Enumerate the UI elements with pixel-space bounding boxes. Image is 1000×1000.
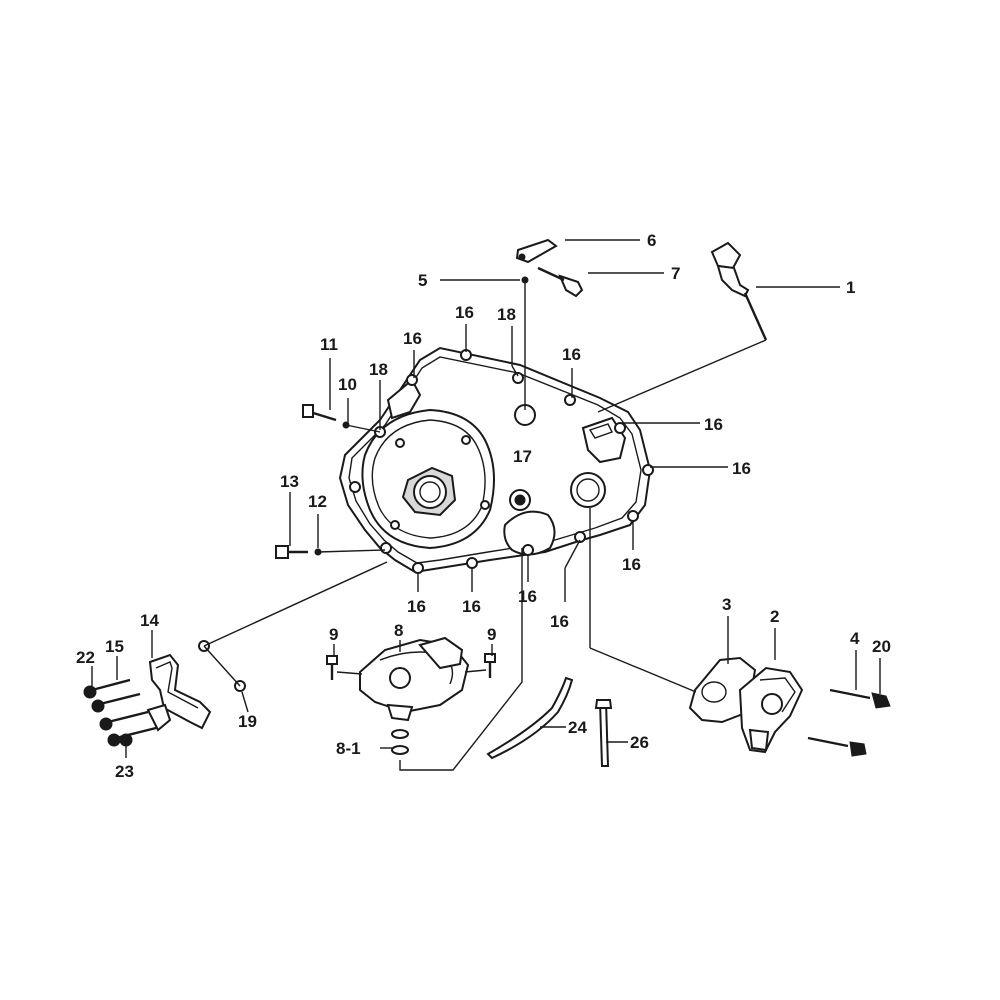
label-part-24: 24 (568, 718, 587, 737)
label-part-19: 19 (238, 712, 257, 731)
label-part-6: 6 (647, 231, 656, 250)
label-part-16-c: 16 (562, 345, 581, 364)
callout-labels: 1 6 7 5 11 10 18 16 16 18 16 16 16 17 13… (76, 231, 891, 781)
bolt-set (83, 678, 157, 747)
label-part-16-a: 16 (403, 329, 422, 348)
label-part-18-left: 18 (369, 360, 388, 379)
label-part-16-e: 16 (732, 459, 751, 478)
label-part-9-left: 9 (329, 625, 338, 644)
label-part-5: 5 (418, 271, 427, 290)
label-part-18-top: 18 (497, 305, 516, 324)
label-part-16-g: 16 (407, 597, 426, 616)
label-part-3: 3 (722, 595, 731, 614)
cable-bracket-group (515, 238, 584, 410)
label-part-13: 13 (280, 472, 299, 491)
label-part-16-f: 16 (622, 555, 641, 574)
water-pump (326, 548, 523, 771)
label-part-10: 10 (338, 375, 357, 394)
label-part-26: 26 (630, 733, 649, 752)
label-part-8: 8 (394, 621, 403, 640)
label-part-16-h: 16 (462, 597, 481, 616)
label-part-11: 11 (320, 335, 338, 354)
label-part-14: 14 (140, 611, 159, 630)
hose-and-tie (486, 676, 613, 767)
label-part-1: 1 (846, 278, 855, 297)
label-part-16-j: 16 (550, 612, 569, 631)
label-part-23: 23 (115, 762, 134, 781)
label-part-7: 7 (671, 264, 680, 283)
label-part-16-b: 16 (455, 303, 474, 322)
label-part-17: 17 (513, 447, 532, 466)
oil-dipstick (597, 241, 768, 413)
left-bolts (275, 404, 386, 559)
label-part-20: 20 (872, 637, 891, 656)
label-part-15: 15 (105, 637, 124, 656)
label-part-9-right: 9 (487, 625, 496, 644)
leader-lines (91, 239, 881, 758)
label-part-12: 12 (308, 492, 327, 511)
oil-pipe-group (83, 561, 388, 747)
thermostat-housing (589, 508, 891, 757)
label-part-2: 2 (770, 607, 779, 626)
crankcase-cover (338, 346, 654, 574)
label-part-4: 4 (850, 629, 860, 648)
label-part-16-i: 16 (518, 587, 537, 606)
label-part-16-d: 16 (704, 415, 723, 434)
label-part-8-1: 8-1 (336, 739, 361, 758)
label-part-22: 22 (76, 648, 95, 667)
